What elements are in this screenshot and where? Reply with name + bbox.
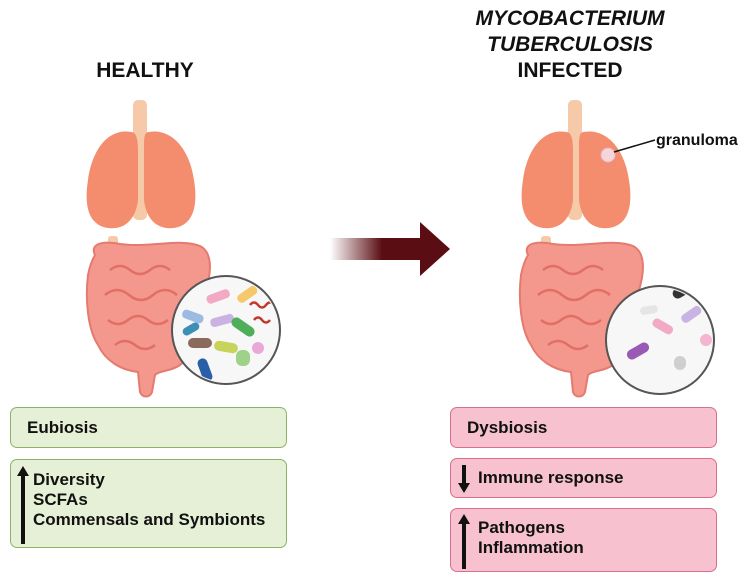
granuloma-spot: [600, 147, 616, 163]
increase-item-diversity: Diversity: [33, 470, 105, 489]
lung-left-1: [86, 131, 138, 229]
infected-title-line1: MYCOBACTERIUM: [475, 7, 665, 30]
decrease-item-immune-response: Immune response: [478, 468, 624, 487]
healthy-title: HEALTHY: [96, 59, 194, 82]
infected-title-line2: TUBERCULOSIS: [487, 33, 653, 56]
granuloma-pointer: [613, 139, 656, 153]
granuloma-label: granuloma: [656, 132, 738, 149]
healthy-intestine: [85, 236, 281, 398]
infected-decrease-box: Immune response: [450, 458, 717, 498]
increase-item-scfas: SCFAs: [33, 490, 88, 509]
arrow-up-icon: [17, 466, 29, 544]
healthy-microbiota: [182, 285, 275, 382]
healthy-lungs: [86, 100, 196, 229]
transition-arrow: [330, 222, 450, 276]
infected-intestine: [518, 236, 715, 398]
healthy-increase-box: Diversity SCFAs Commensals and Symbionts: [10, 459, 287, 548]
arrow-down-icon: [458, 465, 470, 493]
infected-increase-box: Pathogens Inflammation: [450, 508, 717, 572]
dysbiosis-label: Dysbiosis: [467, 417, 548, 437]
arrow-up-icon: [458, 514, 470, 569]
lung-right-1: [144, 131, 196, 229]
eubiosis-label: Eubiosis: [27, 417, 98, 437]
dysbiosis-box: Dysbiosis: [450, 407, 717, 448]
increase-item-commensals: Commensals and Symbionts: [33, 510, 266, 529]
infected-title-line3: INFECTED: [517, 59, 623, 82]
increase-item-pathogens: Pathogens: [478, 518, 565, 537]
eubiosis-box: Eubiosis: [10, 407, 287, 448]
increase-item-inflammation: Inflammation: [478, 538, 584, 557]
infected-lungs: [521, 100, 656, 229]
